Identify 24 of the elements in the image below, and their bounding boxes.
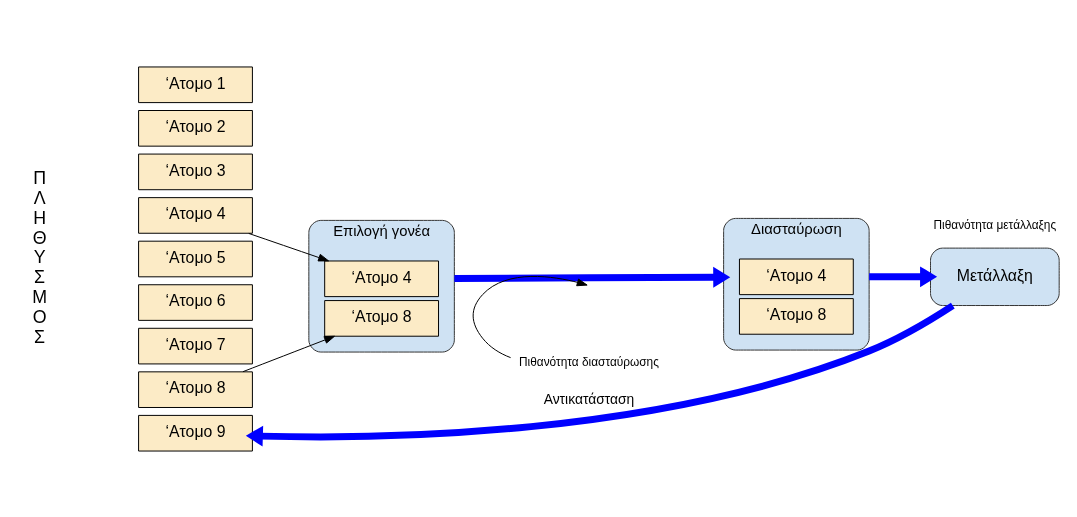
arrow bbox=[245, 302, 955, 447]
arrow bbox=[248, 232, 330, 261]
node-box: ‘Ατομο 2 bbox=[138, 109, 253, 147]
label: Πιθανότητα μετάλλαξης bbox=[933, 217, 1057, 232]
edge-label: Αντικατάσταση bbox=[543, 390, 635, 407]
node-box: ‘Ατομο 8 bbox=[138, 370, 253, 408]
arrow bbox=[454, 266, 731, 288]
label: ΠΛΗΘΥΣΜΟΣ bbox=[32, 167, 47, 347]
arrow bbox=[869, 265, 938, 287]
node-text: Πιθανότητα διασταύρωσης bbox=[519, 354, 659, 369]
node-box: ‘Ατομο 4 bbox=[138, 196, 253, 234]
node-box: ‘Ατομο 4 bbox=[738, 258, 854, 295]
node-box: ‘Ατομο 1 bbox=[138, 65, 253, 103]
node-box: ‘Ατομο 6 bbox=[138, 283, 253, 321]
node-box: ‘Ατομο 8 bbox=[738, 297, 854, 335]
arrow bbox=[472, 275, 588, 358]
node-box: ‘Ατομο 9 bbox=[138, 414, 253, 452]
node-box: ‘Ατομο 3 bbox=[138, 153, 253, 190]
node-box: ‘Ατομο 4 bbox=[324, 260, 439, 297]
node-box: ‘Ατομο 8 bbox=[324, 299, 439, 337]
arrow bbox=[242, 335, 335, 372]
node-box: ‘Ατομο 7 bbox=[138, 327, 253, 364]
node-box: ‘Ατομο 5 bbox=[138, 240, 253, 277]
node-box: Μετάλλαξη bbox=[930, 247, 1060, 306]
